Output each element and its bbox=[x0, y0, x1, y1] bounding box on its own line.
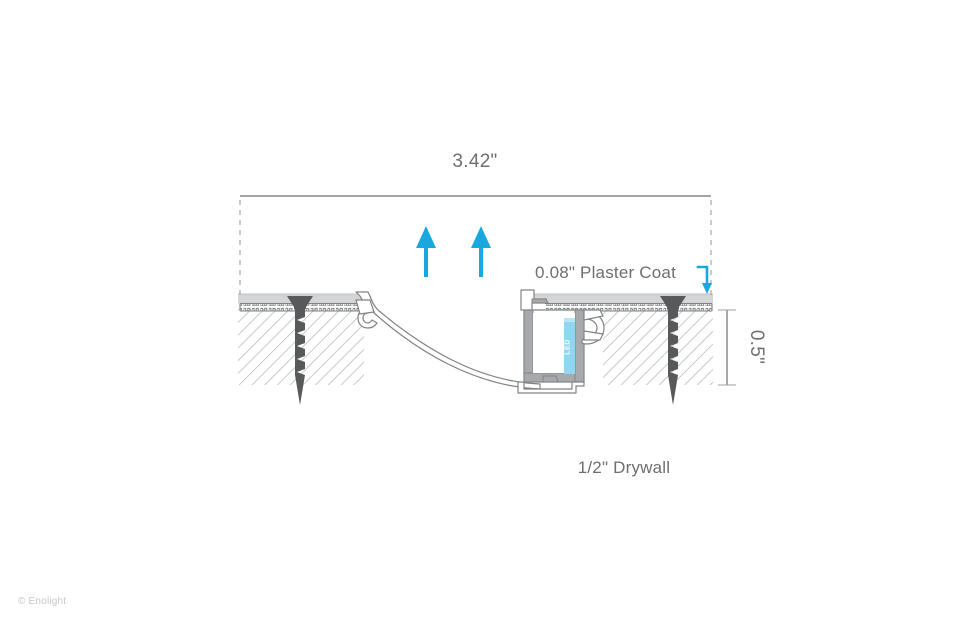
light-direction-arrows bbox=[416, 226, 491, 277]
led-channel-housing: LED bbox=[517, 289, 605, 394]
plaster-coat-annotation: 0.08" Plaster Coat bbox=[535, 263, 712, 294]
curved-transition-profile bbox=[355, 291, 541, 390]
screw-right bbox=[660, 296, 686, 405]
led-strip: LED bbox=[564, 318, 575, 374]
light-arrow-1 bbox=[416, 226, 436, 277]
width-dimension: 3.42" bbox=[239, 151, 712, 296]
plaster-coat-right bbox=[528, 293, 713, 304]
screw-left bbox=[287, 296, 313, 405]
light-arrow-2 bbox=[471, 226, 491, 277]
depth-dimension-label: 0.5" bbox=[746, 330, 767, 364]
drywall-label: 1/2" Drywall bbox=[578, 458, 671, 477]
plaster-coat-label: 0.08" Plaster Coat bbox=[535, 263, 676, 282]
width-dimension-label: 3.42" bbox=[452, 151, 497, 172]
drywall-right bbox=[603, 309, 713, 385]
depth-dimension: 0.5" bbox=[718, 309, 767, 386]
plaster-coat-leader-icon bbox=[696, 265, 712, 294]
led-strip-label: LED bbox=[565, 339, 572, 355]
copyright-label: © Enolight bbox=[18, 596, 66, 607]
